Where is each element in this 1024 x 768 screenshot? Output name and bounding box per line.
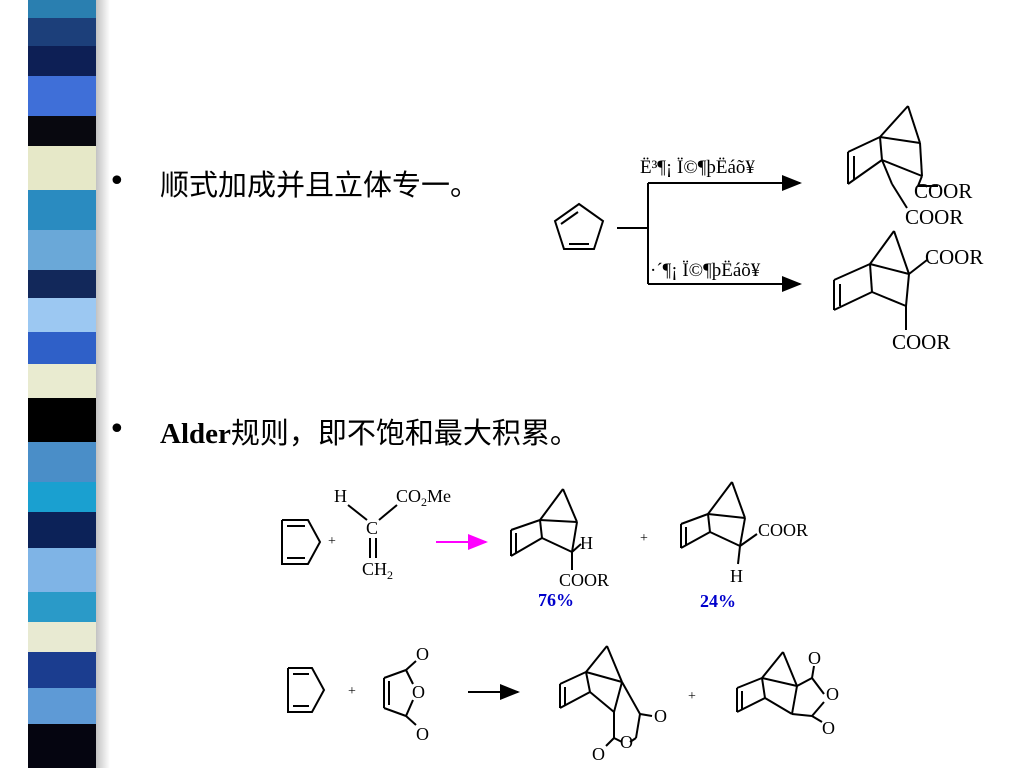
norbornene-exo-anhydride (736, 651, 825, 723)
arrow-label-cis: Ë³¶¡ Ï©¶þËáõ¥ (640, 157, 755, 178)
substituent-label: COOR (925, 245, 983, 269)
maleic-anhydride-molecule (383, 660, 417, 726)
atom-label: O (822, 718, 835, 738)
norbornene-cis-diester (847, 105, 938, 209)
atom-label: H (334, 486, 347, 506)
cyclopentadiene-molecule (553, 202, 605, 250)
atom-label: C (366, 518, 378, 538)
substituent-label: COOR (559, 570, 609, 590)
atom-label: O (412, 682, 425, 702)
norbornene-exo-ester (680, 481, 758, 565)
cyclopentadiene-molecule (287, 667, 326, 713)
norbornene-trans-diester (833, 230, 928, 330)
bullet-marker: • (108, 412, 126, 447)
norbornene-endo-anhydride (559, 645, 653, 747)
atom-label: O (826, 684, 839, 704)
atom-label: O (808, 648, 821, 668)
cyclopentadiene-molecule (281, 519, 322, 565)
decorative-side-stripe (0, 0, 110, 768)
bullet-marker: • (108, 164, 126, 199)
plus-sign: + (328, 534, 336, 549)
atom-label: O (416, 644, 429, 664)
plus-sign: + (348, 684, 356, 699)
plus-sign: + (688, 689, 696, 704)
alder-word: Alder (160, 418, 231, 450)
atom-label: H (580, 533, 593, 553)
bullet-text-cis-addition: 顺式加成并且立体专一。 (160, 168, 480, 202)
yield-exo: 24% (700, 591, 736, 611)
substituent-label: COOR (914, 179, 972, 203)
group-label: CO2Me (396, 486, 451, 509)
plus-sign: + (640, 531, 648, 546)
arrow-label-trans: ·´¶¡ Ï©¶þËáõ¥ (650, 260, 761, 281)
group-label: CH2 (362, 559, 393, 582)
bullet-text-alder-rule: Alder规则，即不饱和最大积累。 (160, 410, 579, 452)
yield-endo: 76% (538, 590, 574, 610)
atom-label: O (654, 706, 667, 726)
substituent-label: COOR (905, 205, 963, 229)
norbornene-endo-ester (510, 488, 582, 570)
atom-label: H (730, 566, 743, 586)
methyl-acrylate-molecule (347, 504, 398, 558)
substituent-label: COOR (758, 520, 808, 540)
atom-label: O (592, 744, 605, 764)
substituent-label: COOR (892, 330, 950, 354)
atom-label: O (620, 732, 633, 752)
atom-label: O (416, 724, 429, 744)
alder-rule-text: 规则，即不饱和最大积累。 (230, 416, 579, 450)
